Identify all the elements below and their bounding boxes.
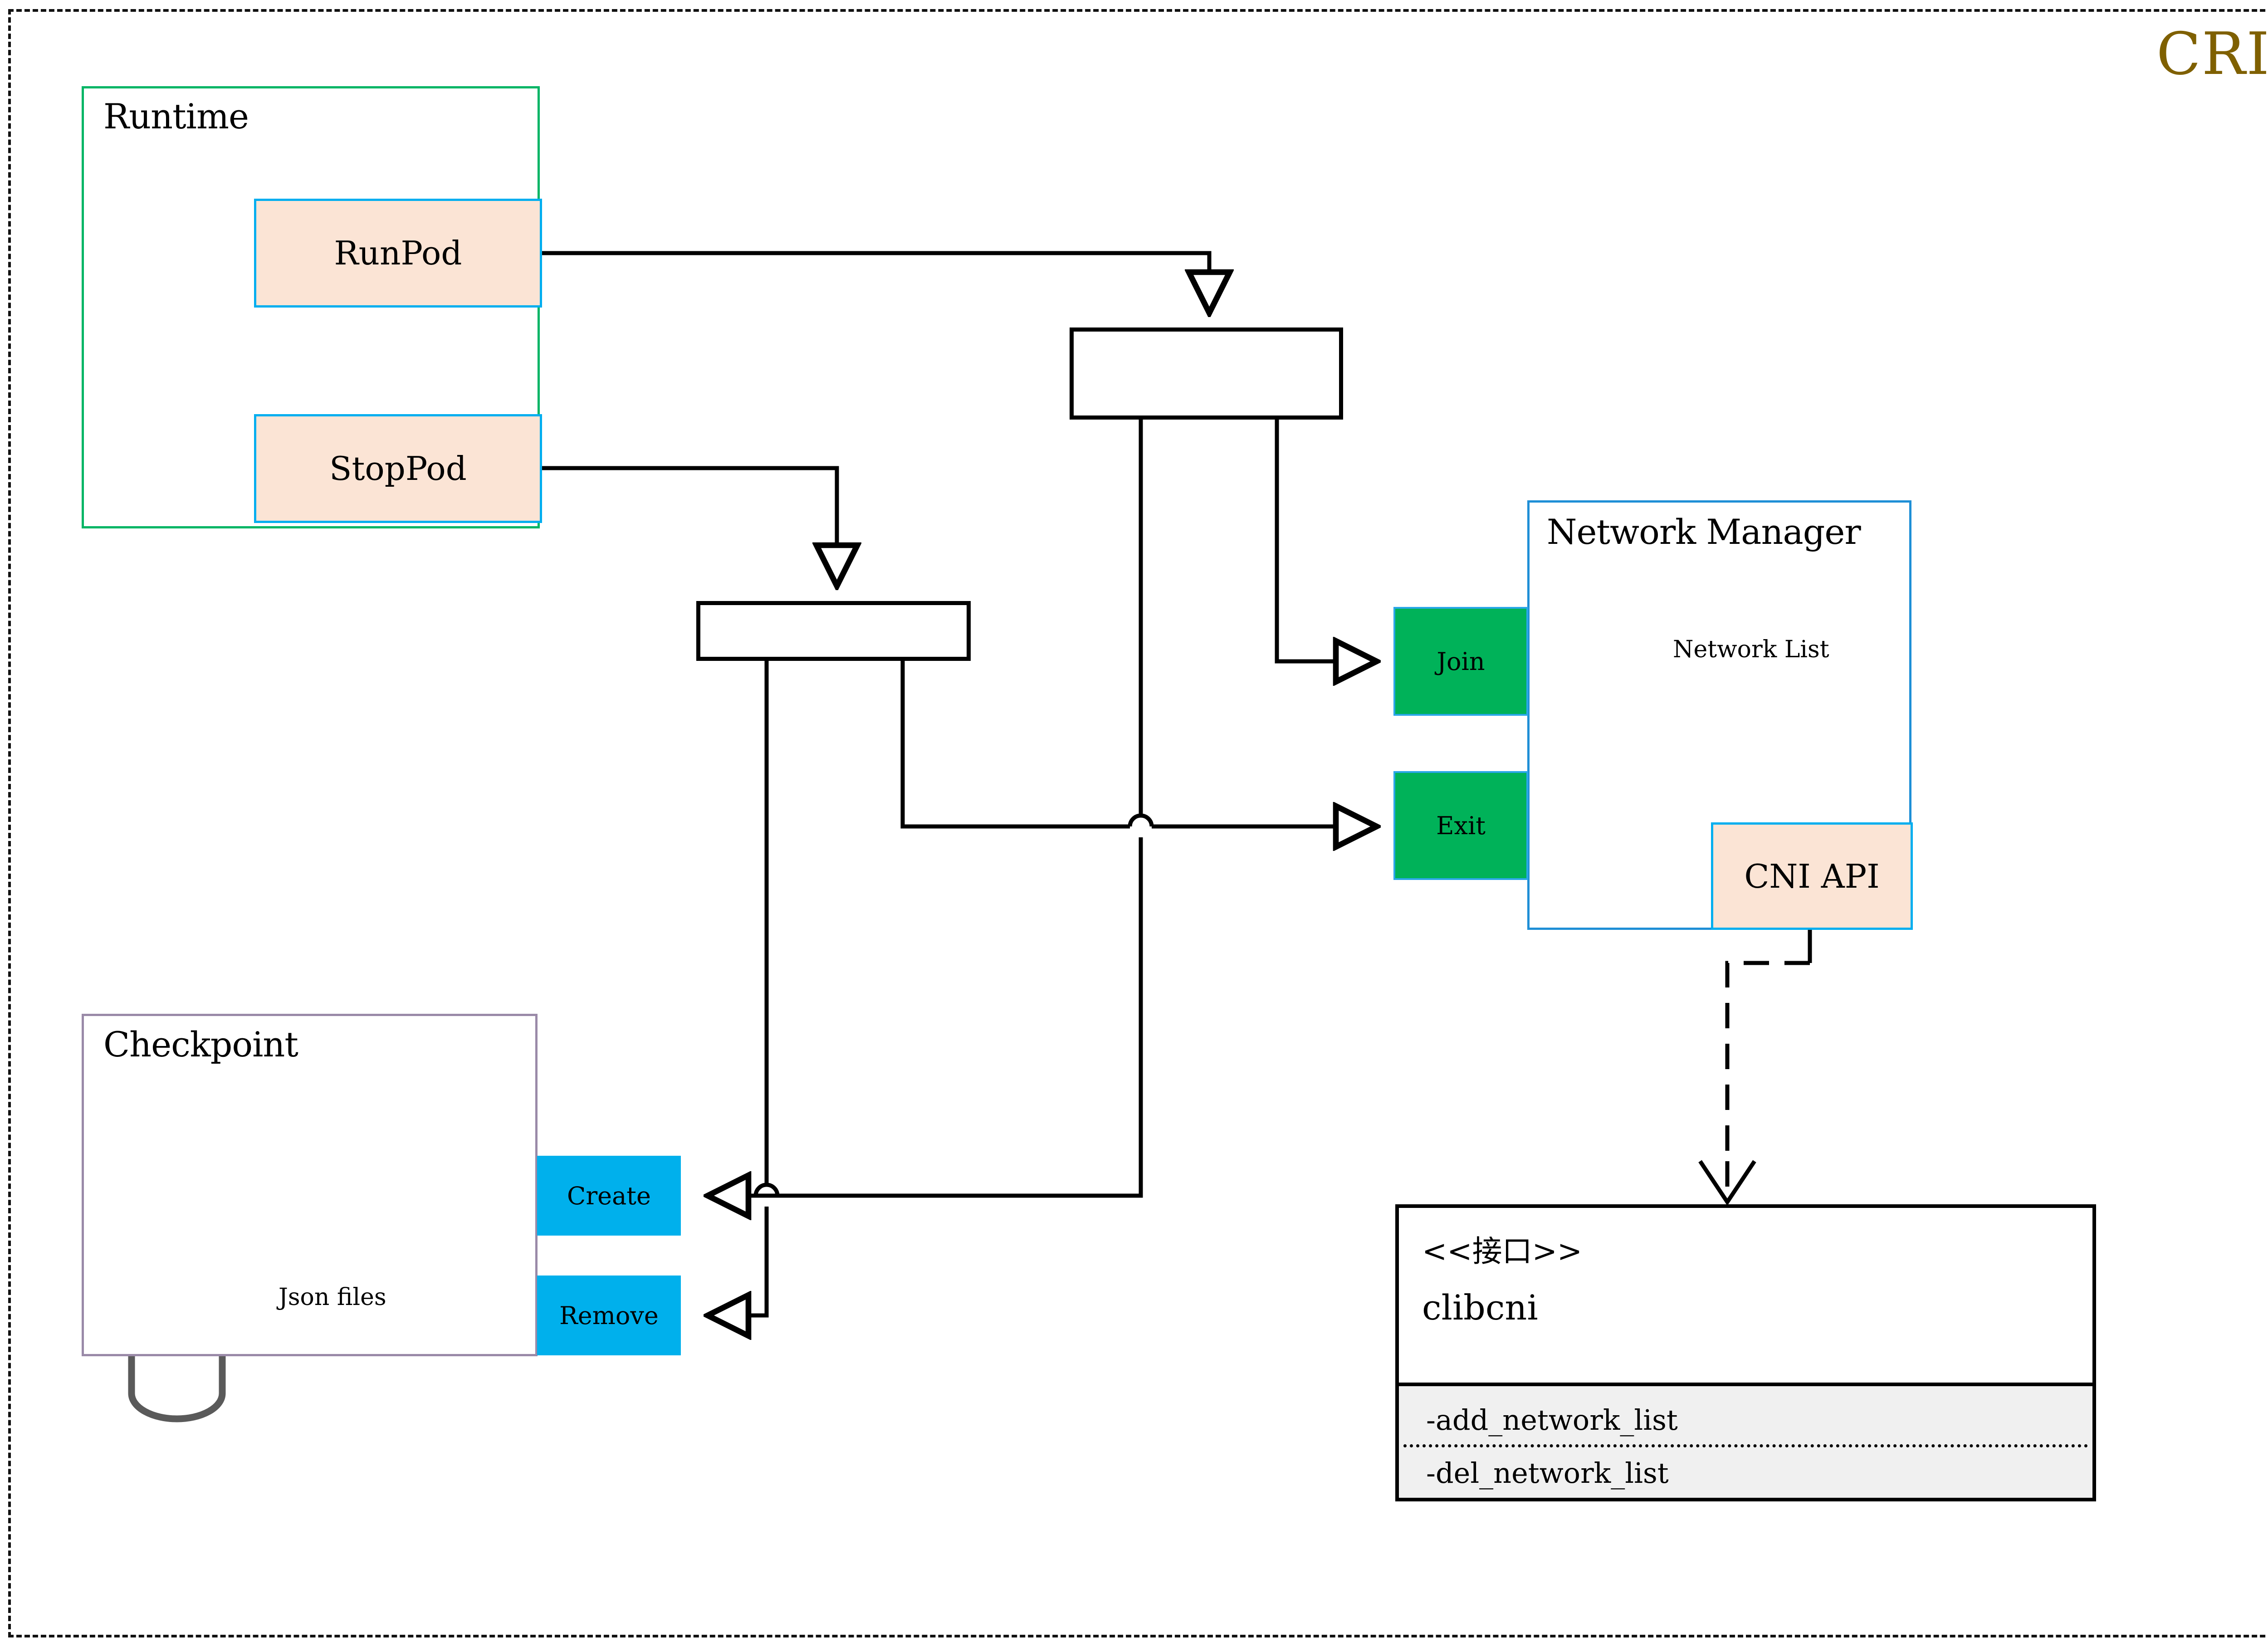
network-list-label: Network List — [1673, 636, 1829, 663]
clibcni-name: clibcni — [1422, 1287, 1538, 1328]
stoppod-node[interactable]: StopPod — [254, 414, 542, 523]
cni-api-label: CNI API — [1744, 857, 1880, 895]
runpod-label: RunPod — [334, 234, 462, 272]
create-label: Create — [567, 1181, 651, 1210]
remove-label: Remove — [559, 1301, 659, 1330]
checkpoint-container[interactable] — [82, 1014, 538, 1356]
remove-node[interactable]: Remove — [537, 1276, 681, 1355]
runtime-title: Runtime — [103, 96, 249, 137]
exit-port[interactable]: Exit — [1393, 771, 1528, 880]
page-title: CRI — [2156, 20, 2268, 88]
stoppod-label: StopPod — [329, 450, 467, 488]
network-manager-title: Network Manager — [1547, 512, 1861, 552]
join-port[interactable]: Join — [1393, 607, 1528, 716]
operations-divider — [1403, 1444, 2088, 1447]
exit-label: Exit — [1436, 811, 1486, 840]
canvas-dashed-frame — [8, 9, 2268, 1637]
operation-del-network-list[interactable]: -del_network_list — [1426, 1456, 1669, 1490]
clibcni-stereotype: <<接口>> — [1422, 1234, 1583, 1269]
join-label: Join — [1437, 647, 1485, 676]
clibcni-interface[interactable]: -add_network_list -del_network_list — [1395, 1204, 2096, 1501]
checkpoint-title: Checkpoint — [103, 1024, 298, 1065]
fork-bar-top[interactable] — [1070, 327, 1343, 420]
fork-bar-bottom[interactable] — [696, 601, 971, 661]
operation-add-network-list[interactable]: -add_network_list — [1426, 1403, 1678, 1437]
cni-api-node[interactable]: CNI API — [1711, 822, 1913, 930]
clibcni-operations: -add_network_list -del_network_list — [1399, 1383, 2092, 1498]
json-files-label: Json files — [279, 1284, 386, 1311]
clibcni-header — [1399, 1208, 2092, 1383]
runpod-node[interactable]: RunPod — [254, 199, 542, 308]
create-node[interactable]: Create — [537, 1156, 681, 1236]
